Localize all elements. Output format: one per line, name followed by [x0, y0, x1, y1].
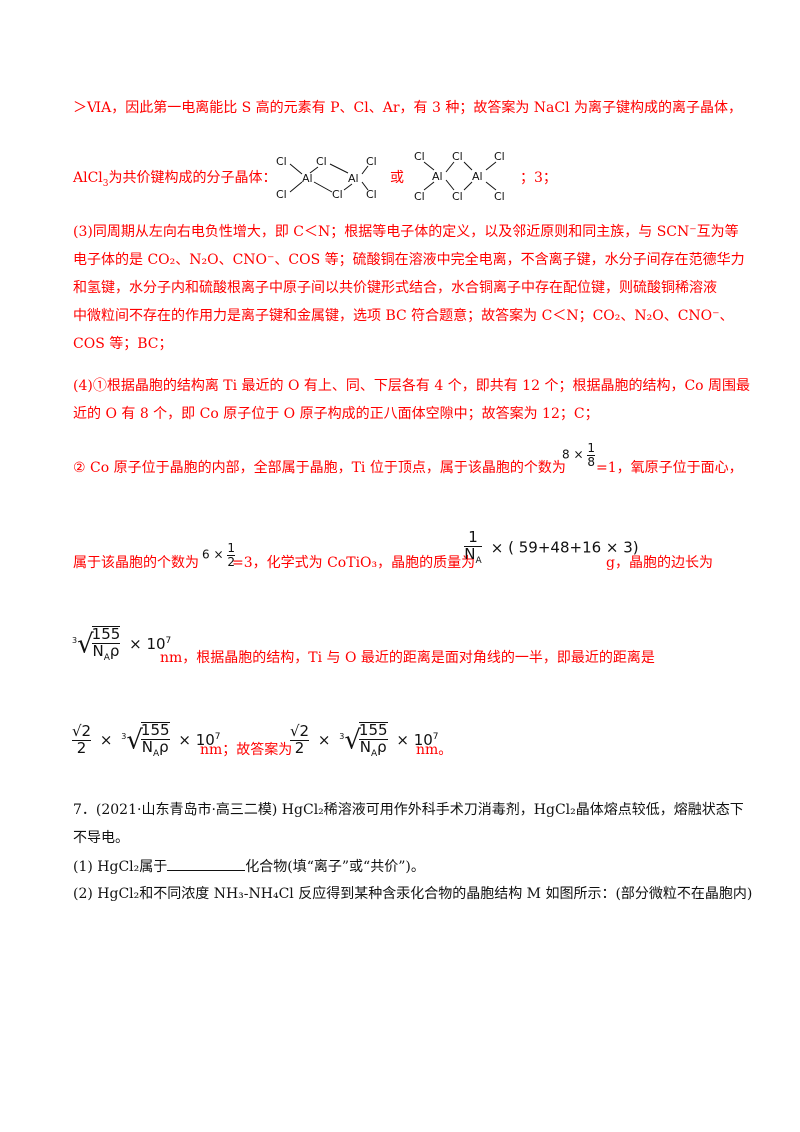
question-7-line-2: 不导电。 [73, 830, 129, 846]
al2cl6-structure-2: Cl Cl Cl Cl Cl Cl Al Al [414, 150, 505, 203]
question-7-part-2: (2) HgCl₂和不同浓度 NH₃-NH₄Cl 反应得到某种含汞化合物的晶胞结… [73, 886, 753, 902]
answer-blank[interactable] [167, 856, 246, 871]
p3-line-3: 和氢键，水分子内和硫酸根离子中原子间以共价键形式结合，水合铜离子中存在配位键，则… [73, 280, 717, 296]
solution-line-1: ＞ⅥA，因此第一电离能比 S 高的元素有 P、Cl、Ar，有 3 种；故答案为 … [73, 100, 743, 116]
question-7-line-1: 7．(2021·山东青岛市·高三二模) HgCl₂稀溶液可用作外科手术刀消毒剂，… [73, 802, 744, 818]
svg-text:Cl: Cl [316, 155, 327, 168]
p5-text: ② Co 原子位于晶胞的内部，全部属于晶胞，Ti 位于顶点，属于该晶胞的个数为 [73, 460, 566, 476]
answer-3: ；3； [520, 170, 557, 186]
covalent-crystal-text: 为共价键构成的分子晶体： [108, 170, 277, 186]
svg-text:Cl: Cl [494, 150, 505, 163]
svg-text:Cl: Cl [414, 190, 425, 203]
svg-text:Cl: Cl [494, 190, 505, 203]
svg-text:Cl: Cl [366, 188, 377, 201]
svg-text:Al: Al [348, 172, 359, 185]
p3-line-5: COS 等；BC； [73, 336, 173, 352]
p8-text-end: nm。 [416, 742, 453, 758]
svg-text:Al: Al [472, 170, 483, 183]
p8-text-mid: nm；故答案为 [200, 742, 293, 758]
svg-text:Cl: Cl [414, 150, 425, 163]
alcl3-formula: AlCl3 [73, 170, 109, 189]
p6-text-mid: =3，化学式为 CoTiO₃，晶胞的质量为 [232, 555, 476, 571]
svg-text:Cl: Cl [366, 155, 377, 168]
p3-line-2: 电子体的是 CO₂、N₂O、CNO⁻、COS 等；硫酸铜在溶液中完全电离，不含离… [73, 252, 745, 268]
p6-text-end: g，晶胞的边长为 [606, 555, 713, 571]
p4-line-1: (4)①根据晶胞的结构离 Ti 最近的 O 有上、同、下层各有 4 个，即共有 … [73, 378, 751, 394]
or-text: 或 [390, 170, 404, 186]
p3-line-1: (3)同周期从左向右电负性增大，即 C＜N；根据等电子体的定义，以及邻近原则和同… [73, 224, 739, 240]
p6-text: 属于该晶胞的个数为 [73, 555, 199, 571]
p4-line-2: 近的 O 有 8 个，即 Co 原子位于 O 原子构成的正八面体空隙中；故答案为… [73, 406, 599, 422]
svg-text:Cl: Cl [332, 188, 343, 201]
svg-text:Cl: Cl [452, 190, 463, 203]
al2cl6-structure-1: Cl Cl Cl Cl Al Al Cl Cl [276, 155, 377, 201]
svg-text:Al: Al [302, 172, 313, 185]
p3-line-4: 中微粒间不存在的作用力是离子键和金属键，选项 BC 符合题意；故答案为 C＜N；… [73, 308, 734, 324]
question-7-part-1: (1) HgCl₂属于化合物(填“离子”或“共价”)。 [73, 856, 425, 877]
svg-text:Al: Al [432, 170, 443, 183]
solution-line-2: AlCl3为共价键构成的分子晶体： [73, 168, 277, 194]
svg-text:Cl: Cl [276, 188, 287, 201]
p5-text-end: =1，氧原子位于面心， [596, 460, 743, 476]
svg-text:Cl: Cl [276, 155, 287, 168]
p7-text: nm，根据晶胞的结构，Ti 与 O 最近的距离是面对角线的一半，即最近的距离是 [160, 650, 655, 666]
svg-text:Cl: Cl [452, 150, 463, 163]
